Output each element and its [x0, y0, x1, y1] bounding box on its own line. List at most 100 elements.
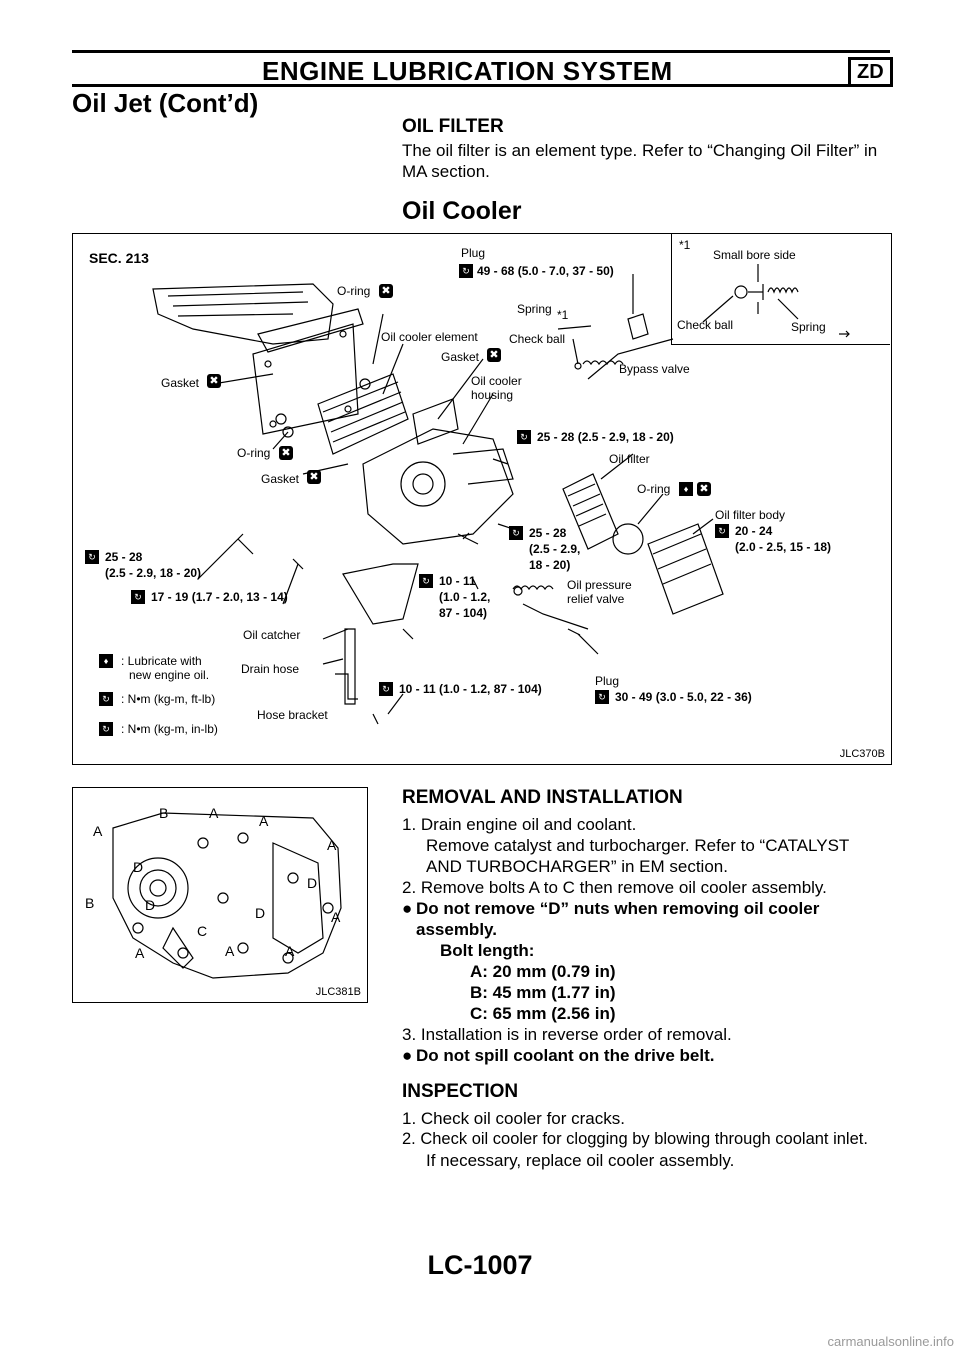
bolt-letter: C — [197, 923, 207, 939]
bolt-letter: A — [285, 943, 295, 959]
bolt-length-b: B: 45 mm (1.77 in) — [470, 983, 616, 1002]
torque-25-28-mid-b: (2.5 - 2.9, — [529, 542, 581, 556]
oil-can-icon: ♦ — [679, 482, 693, 496]
o-ring-1-label: O-ring — [337, 284, 371, 298]
replace-x-icon: ✖ — [307, 470, 321, 484]
plug-top-label: Plug — [461, 246, 486, 260]
hose-bracket-label: Hose bracket — [257, 708, 328, 722]
bolt-letter: A — [93, 823, 103, 839]
bolt-letter: A — [331, 909, 341, 925]
bolt-location-figure: A B A A A D D B D D A C A A A JLC381B — [72, 787, 368, 1003]
oil-cooler-heading: Oil Cooler — [402, 197, 522, 225]
legend-oil-can-icon: ♦ — [99, 654, 113, 668]
bolt-letter: A — [209, 805, 219, 821]
page-subtitle: Oil Jet (Cont’d) — [72, 88, 259, 118]
oil-cooler-housing-label-1: Oil cooler — [471, 374, 522, 388]
legend-lube-2: new engine oil. — [129, 668, 210, 682]
torque-icon: ↻ — [517, 430, 531, 444]
torque-17-19: 17 - 19 (1.7 - 2.0, 13 - 14) — [151, 590, 288, 604]
gasket-1-label: Gasket — [441, 350, 480, 364]
inspection-step-2-detail: If necessary, replace oil cooler assembl… — [426, 1151, 735, 1170]
drain-hose-label: Drain hose — [241, 662, 300, 676]
legend-lube-1: : Lubricate with — [121, 654, 202, 668]
bolt-length-label: Bolt length: — [440, 941, 535, 960]
oil-pressure-label-1: Oil pressure — [567, 578, 632, 592]
bolt-letter: D — [255, 905, 265, 921]
legend-torque-icon: ↻ — [99, 692, 113, 706]
torque-25-28-mid-a: 25 - 28 — [529, 526, 567, 540]
housing-drawing: A B A A A D D B D D A C A A A — [85, 805, 342, 979]
legend-nm-ftlb: : N•m (kg-m, ft-lb) — [121, 692, 216, 706]
header-rule-bottom — [72, 84, 890, 87]
bolt-letter: A — [225, 943, 235, 959]
torque-25-28-left-a: 25 - 28 — [105, 550, 143, 564]
check-ball-label: Check ball — [509, 332, 566, 346]
bolt-letter: D — [145, 897, 155, 913]
bolt-letters: A B A A A D D B D D A C A A A — [85, 805, 341, 961]
bolt-letter: A — [327, 837, 337, 853]
inspection-step-1: 1. Check oil cooler for cracks. — [402, 1109, 625, 1128]
caution-coolant: Do not spill coolant on the drive belt. — [416, 1046, 715, 1065]
oil-filter-label: Oil filter — [609, 452, 650, 466]
inspection-heading: INSPECTION — [402, 1081, 519, 1102]
torque-icon: ↻ — [131, 590, 145, 604]
caution-text-1: Do not remove “D” nuts when removing oil… — [416, 899, 820, 918]
gasket-2-label: Gasket — [261, 472, 300, 486]
spring-star: *1 — [557, 308, 569, 322]
inset-box — [671, 234, 890, 345]
oil-cooler-element-label: Oil cooler element — [381, 330, 478, 344]
torque-icon: ↻ — [595, 690, 609, 704]
bolt-letter: A — [259, 813, 269, 829]
torque-25-28-left-b: (2.5 - 2.9, 18 - 20) — [105, 566, 202, 580]
inset-check-ball: Check ball — [677, 318, 734, 332]
torque-25-28-top: 25 - 28 (2.5 - 2.9, 18 - 20) — [537, 430, 674, 444]
bolt-letter: B — [85, 895, 94, 911]
bolt-length-c: C: 65 mm (2.56 in) — [470, 1004, 616, 1023]
sec-label: SEC. 213 — [89, 250, 149, 266]
torque-icon: ↻ — [459, 264, 473, 278]
oil-filter-text-1: The oil filter is an element type. Refer… — [402, 141, 878, 160]
o-ring-2-label: O-ring — [237, 446, 271, 460]
o-ring-3-label: O-ring — [637, 482, 671, 496]
header-rule-top — [72, 50, 890, 53]
inspection-step-2: 2. Check oil cooler for clogging by blow… — [402, 1130, 868, 1148]
page-number: LC-1007 — [427, 1250, 533, 1280]
torque-20-24-a: 20 - 24 — [735, 524, 773, 538]
oil-pressure-label-2: relief valve — [567, 592, 625, 606]
torque-icon: ↻ — [509, 526, 523, 540]
replace-x-icon: ✖ — [379, 284, 393, 298]
torque-10-11-b: (1.0 - 1.2, — [439, 590, 491, 604]
model-badge: ZD — [848, 57, 893, 87]
removal-heading: REMOVAL AND INSTALLATION — [402, 787, 683, 808]
legend-nm-inlb: : N•m (kg-m, in-lb) — [121, 722, 218, 736]
bolt-letter: D — [307, 875, 317, 891]
replace-x-icon: ✖ — [207, 374, 221, 388]
inset-note-star: *1 — [679, 238, 691, 252]
figure-id: JLC381B — [315, 986, 361, 998]
removal-step-1: 1. Drain engine oil and coolant. — [402, 815, 637, 834]
bolt-letter: A — [135, 945, 145, 961]
torque-icon: ↻ — [85, 550, 99, 564]
exploded-drawing — [152, 264, 850, 725]
oil-filter-text-2: MA section. — [402, 162, 490, 181]
torque-inlb-icon: ↻ — [379, 682, 393, 696]
torque-inlb-icon: ↻ — [419, 574, 433, 588]
oil-cooler-housing-label-2: housing — [471, 388, 514, 402]
torque-10-11-c: 87 - 104) — [439, 606, 488, 620]
bolt-length-a: A: 20 mm (0.79 in) — [470, 962, 616, 981]
watermark: carmanualsonline.info — [827, 1334, 954, 1349]
legend-torque-inlb-icon: ↻ — [99, 722, 113, 736]
torque-10-11-a: 10 - 11 — [439, 574, 476, 588]
spring-label: Spring — [517, 302, 552, 316]
replace-x-icon: ✖ — [279, 446, 293, 460]
torque-25-28-mid-c: 18 - 20) — [529, 558, 571, 572]
removal-step-3: 3. Installation is in reverse order of r… — [402, 1025, 732, 1044]
oil-filter-body-label: Oil filter body — [715, 508, 786, 522]
section-title: ENGINE LUBRICATION SYSTEM — [262, 56, 673, 86]
torque-icon: ↻ — [715, 524, 729, 538]
oil-cooler-exploded-figure: SEC. 213 — [72, 233, 892, 765]
removal-step-1-detail-b: AND TURBOCHARGER” in EM section. — [426, 857, 728, 876]
replace-x-icon: ✖ — [697, 482, 711, 496]
removal-step-2: 2. Remove bolts A to C then remove oil c… — [402, 878, 827, 897]
replace-x-icon: ✖ — [487, 348, 501, 362]
